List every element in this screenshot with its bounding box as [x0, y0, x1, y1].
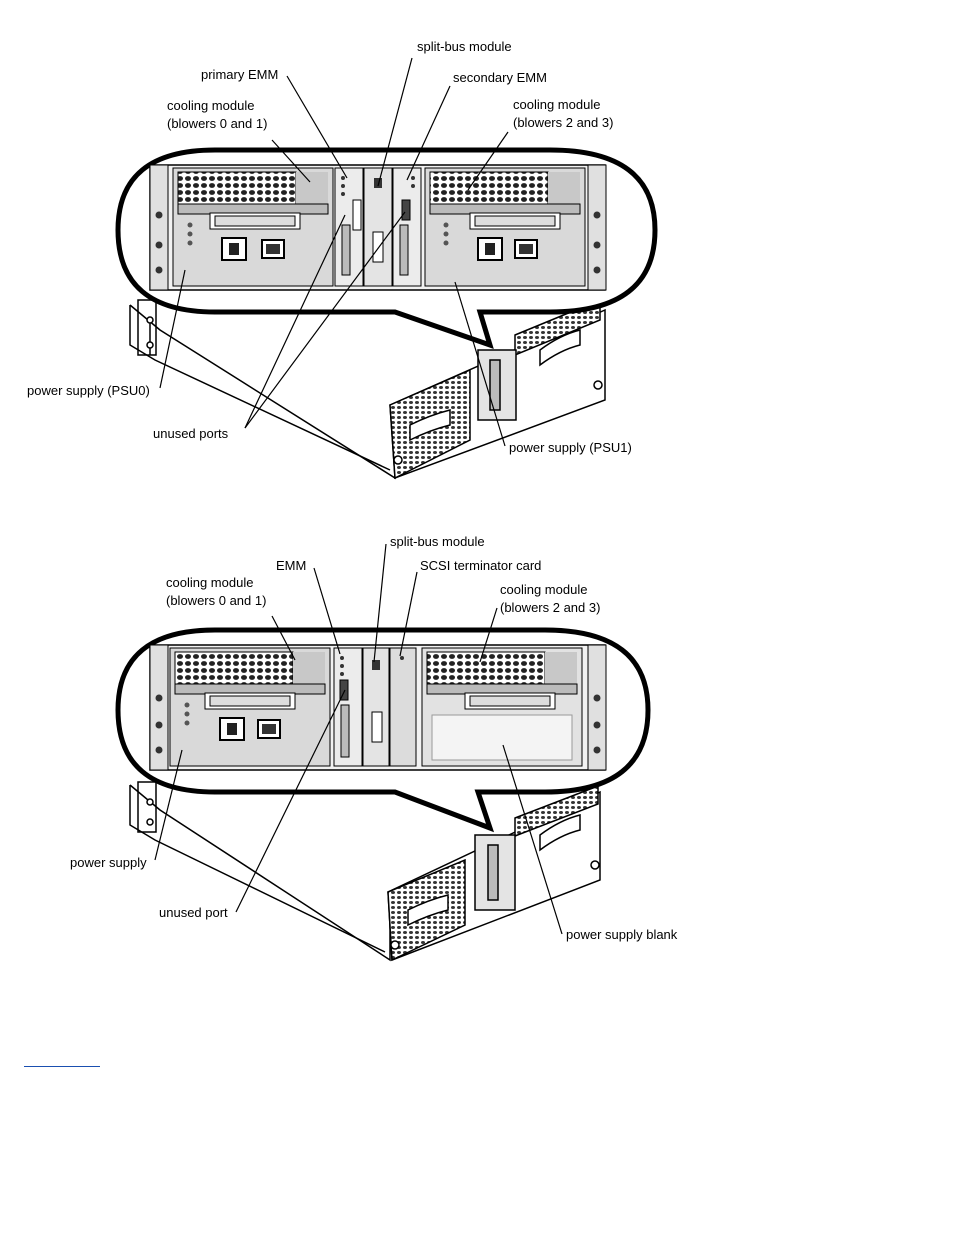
emm-split-bus-modules: [334, 167, 422, 287]
chassis-body-2: [129, 781, 601, 962]
label-cooling-module-left-2: cooling module (blowers 0 and 1): [166, 575, 267, 608]
label-split-bus-module-2: split-bus module: [390, 534, 485, 549]
label-power-supply-psu1: power supply (PSU1): [509, 440, 632, 455]
back-to-top-link[interactable]: [24, 1052, 100, 1067]
label-cooling-module-left: cooling module (blowers 0 and 1): [167, 98, 268, 131]
figure-two-emm-configuration: split-bus module primary EMM secondary E…: [0, 0, 954, 500]
label-split-bus-module: split-bus module: [417, 39, 512, 54]
label-power-supply-blank: power supply blank: [566, 927, 678, 942]
label-emm: EMM: [276, 558, 307, 573]
power-supply-blank-module: [421, 647, 583, 767]
emm-split-bus-terminator: [333, 647, 417, 767]
enclosure-illustration-2: [115, 543, 651, 962]
enclosure-illustration-1: [115, 57, 658, 480]
label-scsi-terminator-card: SCSI terminator card: [420, 558, 542, 573]
chassis-body: [129, 298, 606, 480]
label-power-supply-psu0: power supply (PSU0): [27, 383, 150, 398]
label-cooling-module-right-2: cooling module (blowers 2 and 3): [500, 582, 601, 615]
leader-lines-2: [154, 543, 563, 935]
label-primary-emm: primary EMM: [201, 67, 279, 82]
leader-lines-1: [159, 57, 509, 447]
enclosure-front-panel-2: [149, 644, 607, 771]
label-unused-port: unused port: [159, 905, 228, 920]
label-power-supply: power supply: [70, 855, 147, 870]
label-unused-ports: unused ports: [153, 426, 229, 441]
psu0-module: [172, 167, 334, 287]
label-cooling-module-right: cooling module (blowers 2 and 3): [513, 97, 614, 130]
psu1-module: [424, 167, 586, 287]
figure-single-emm-configuration: split-bus module EMM SCSI terminator car…: [0, 520, 954, 980]
label-secondary-emm: secondary EMM: [453, 70, 547, 85]
power-supply-module: [169, 647, 331, 767]
